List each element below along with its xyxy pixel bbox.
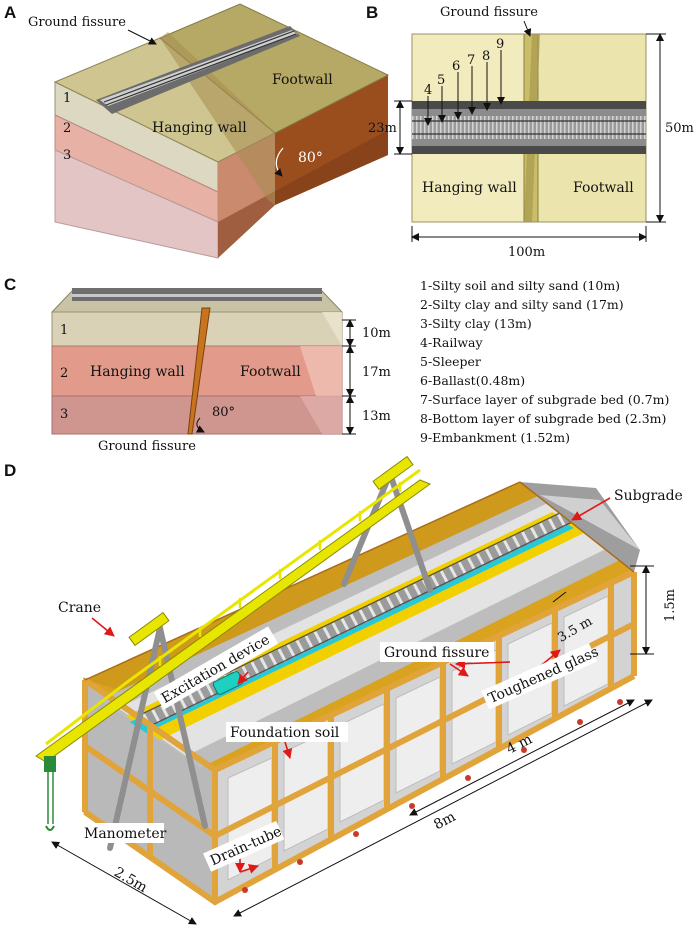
panel-c-layer1-num: 1 — [60, 323, 68, 338]
legend-item-4: 4-Railway — [420, 335, 483, 350]
legend-item-7: 7-Surface layer of subgrade bed (0.7m) — [420, 392, 669, 407]
panel-c-layer3-num: 3 — [60, 407, 68, 422]
panel-c-fissure — [187, 307, 211, 435]
panel-b-hanging-wall: Hanging wall — [422, 180, 517, 196]
panel-c-layer2-num: 2 — [60, 366, 68, 381]
panel-b-num-7: 7 — [467, 53, 475, 68]
panel-b-footwall: Footwall — [573, 180, 634, 196]
legend-item-2: 2-Silty clay and silty sand (17m) — [420, 297, 624, 312]
panel-b-dim-100: 100m — [508, 245, 545, 260]
panel-c: C 1 2 3 Hanging wall Footwall 80° Ground… — [4, 275, 391, 454]
panel-b-num-5: 5 — [437, 73, 445, 88]
label-manometer: Manometer — [84, 826, 167, 842]
dim-2-5m: 2.5m — [111, 864, 150, 896]
panel-c-label: C — [4, 275, 16, 294]
panel-b-num-8: 8 — [482, 49, 490, 64]
panel-c-ground-fissure: Ground fissure — [98, 439, 196, 454]
panel-d: D — [4, 455, 683, 925]
legend-item-5: 5-Sleeper — [420, 354, 481, 369]
legend-item-3: 3-Silty clay (13m) — [420, 316, 532, 331]
label-ground-fissure: Ground fissure — [384, 645, 489, 661]
legend-item-6: 6-Ballast(0.48m) — [420, 373, 525, 388]
panel-a-hanging-wall-label: Hanging wall — [152, 120, 247, 136]
panel-c-hanging-wall: Hanging wall — [90, 364, 185, 380]
panel-a-front-footwall — [275, 75, 388, 205]
crane-beam — [35, 455, 432, 763]
panel-a-ground-fissure-label: Ground fissure — [28, 15, 126, 30]
panel-c-layer1 — [51, 311, 343, 347]
legend-item-1: 1-Silty soil and silty sand (10m) — [420, 278, 620, 293]
panel-a-layer2-num: 2 — [63, 121, 71, 136]
panel-b: B 4 5 6 7 8 9 Ground fissure 23 — [366, 3, 694, 260]
panel-c-footwall: Footwall — [240, 364, 301, 380]
panel-a-layer1-num: 1 — [63, 91, 71, 106]
panel-b-dim-50: 50m — [665, 121, 694, 136]
label-subgrade: Subgrade — [614, 488, 683, 504]
panel-a-front-bottom — [218, 130, 388, 258]
legend-item-9: 9-Embankment (1.52m) — [420, 430, 570, 445]
dim-1-5m: 1.5m — [663, 589, 678, 622]
panel-d-label: D — [4, 461, 16, 480]
label-foundation-box: Foundation soil — [226, 722, 348, 742]
legend: 1-Silty soil and silty sand (10m) 2-Silt… — [420, 278, 669, 445]
label-crane: Crane — [58, 600, 101, 616]
panel-c-dimensions — [342, 319, 356, 435]
panel-b-number-arrows — [424, 50, 505, 126]
panel-a-track — [100, 30, 297, 106]
panel-b-num-9: 9 — [496, 37, 504, 52]
panel-b-ballast — [412, 116, 646, 139]
panel-a-label: A — [4, 3, 16, 22]
track-d — [140, 514, 574, 726]
panel-b-num-4: 4 — [424, 83, 432, 98]
panel-b-ground-fissure-label: Ground fissure — [440, 5, 538, 20]
panel-b-label: B — [366, 3, 378, 22]
panel-a: A Ground fissure Footwall Hanging wall 1… — [4, 3, 390, 259]
panel-c-dim-10: 10m — [362, 326, 391, 341]
panel-b-num-6: 6 — [452, 59, 460, 74]
crane-hook — [44, 756, 56, 831]
legend-item-8: 8-Bottom layer of subgrade bed (2.3m) — [420, 411, 666, 426]
label-foundation-soil: Foundation soil — [230, 725, 340, 741]
panel-c-angle: 80° — [212, 405, 235, 420]
label-ground-fissure-box: Ground fissure — [380, 642, 494, 662]
panel-a-layer3-num: 3 — [63, 148, 71, 163]
panel-a-footwall-label: Footwall — [272, 72, 333, 88]
label-manometer-box: Manometer — [80, 823, 167, 843]
panel-c-dim-13: 13m — [362, 409, 391, 424]
panel-a-angle: 80° — [298, 150, 323, 166]
panel-b-dim-23: 23m — [368, 121, 397, 136]
panel-c-dim-17: 17m — [362, 365, 391, 380]
